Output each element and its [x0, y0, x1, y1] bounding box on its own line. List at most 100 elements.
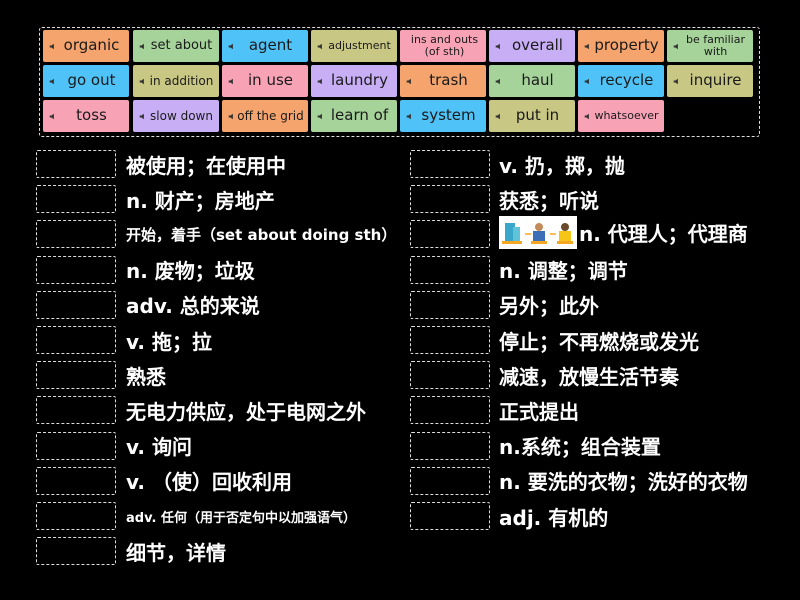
answer-drop-box[interactable]	[36, 396, 116, 425]
word-tile[interactable]: adjustment	[311, 30, 397, 62]
speaker-icon[interactable]	[584, 78, 592, 85]
clue-text: 被使用；在使用中	[126, 149, 286, 179]
answer-drop-box[interactable]	[36, 361, 116, 390]
clue-text: n. 要洗的衣物；洗好的衣物	[499, 466, 748, 496]
clue-label: n. 废物；垃圾	[126, 259, 255, 284]
answer-drop-box[interactable]	[410, 396, 490, 425]
speaker-icon[interactable]	[495, 43, 503, 50]
word-tile[interactable]: put in	[489, 100, 575, 132]
word-tile[interactable]: in use	[222, 65, 308, 97]
clue-label: n. 财产；房地产	[126, 188, 275, 213]
word-tile[interactable]: inquire	[667, 65, 753, 97]
word-tile[interactable]: be familiar with	[667, 30, 753, 62]
speaker-icon[interactable]	[139, 113, 147, 120]
answer-drop-box[interactable]	[410, 361, 490, 390]
tile-label: be familiar with	[685, 33, 745, 58]
answer-drop-box[interactable]	[36, 502, 116, 530]
word-tile[interactable]: learn of	[311, 100, 397, 132]
speaker-icon[interactable]	[673, 43, 681, 50]
speaker-icon[interactable]	[228, 43, 236, 50]
speaker-icon[interactable]	[317, 78, 325, 85]
speaker-icon[interactable]	[317, 113, 325, 120]
answer-drop-box[interactable]	[410, 431, 490, 460]
word-tile[interactable]: organic	[43, 30, 129, 62]
word-tile[interactable]: set about	[133, 30, 219, 62]
speaker-icon[interactable]	[139, 78, 147, 85]
clue-text: 获悉；听说	[499, 184, 599, 214]
word-tile[interactable]: agent	[222, 30, 308, 62]
tile-label: set about	[150, 38, 213, 54]
speaker-icon[interactable]	[139, 43, 147, 50]
answer-drop-box[interactable]	[36, 326, 116, 354]
answer-drop-box[interactable]	[410, 255, 490, 284]
word-tile[interactable]: recycle	[578, 65, 664, 97]
answer-drop-box[interactable]	[410, 466, 490, 495]
clue-label: adv. 总的来说	[126, 294, 260, 319]
clue-label: n. 代理人；代理商	[579, 221, 748, 246]
word-tile[interactable]: laundry	[311, 65, 397, 97]
clue-text: n. 代理人；代理商	[499, 215, 748, 249]
clue-text: 另外；此外	[499, 290, 599, 320]
answer-drop-box[interactable]	[410, 150, 490, 178]
answer-drop-box[interactable]	[36, 466, 116, 495]
tile-label: ins and outs (of sth)	[410, 33, 479, 58]
word-tile[interactable]: toss	[43, 100, 129, 132]
word-tile[interactable]: whatsoever	[578, 100, 664, 132]
speaker-icon[interactable]	[317, 43, 325, 50]
speaker-icon[interactable]	[495, 113, 503, 120]
speaker-icon[interactable]	[49, 78, 57, 85]
answer-drop-box[interactable]	[36, 255, 116, 284]
tile-label: laundry	[331, 71, 388, 90]
answer-drop-box[interactable]	[410, 185, 490, 214]
word-tile[interactable]: ins and outs (of sth)	[400, 30, 486, 62]
clue-label: v. 拖；拉	[126, 329, 212, 354]
speaker-icon[interactable]	[584, 113, 592, 120]
word-tile[interactable]: in addition	[133, 65, 219, 97]
answer-drop-box[interactable]	[410, 326, 490, 354]
clue-label: 正式提出	[499, 399, 579, 424]
answer-drop-box[interactable]	[410, 290, 490, 319]
speaker-icon[interactable]	[406, 78, 414, 85]
answer-drop-box[interactable]	[36, 431, 116, 460]
word-tile[interactable]: overall	[489, 30, 575, 62]
clue-text: 无电力供应，处于电网之外	[126, 395, 366, 425]
answer-drop-box[interactable]	[36, 220, 116, 249]
clue-label: v. （使）回收利用	[126, 470, 292, 495]
clue-label: n. 要洗的衣物；洗好的衣物	[499, 470, 748, 495]
agent-illustration	[499, 215, 577, 249]
word-tile[interactable]: property	[578, 30, 664, 62]
speaker-icon[interactable]	[49, 43, 57, 50]
speaker-icon[interactable]	[49, 113, 57, 120]
answer-drop-box[interactable]	[410, 502, 490, 530]
word-tile[interactable]: system	[400, 100, 486, 132]
clue-text: adj. 有机的	[499, 501, 608, 531]
answer-drop-box[interactable]	[36, 150, 116, 178]
word-tile-tray	[39, 27, 760, 137]
answer-drop-box[interactable]	[410, 220, 490, 249]
tile-label: go out	[67, 71, 116, 90]
word-tile[interactable]: slow down	[133, 100, 219, 132]
speaker-icon[interactable]	[495, 78, 503, 85]
speaker-icon[interactable]	[228, 78, 236, 85]
clue-text: n. 财产；房地产	[126, 184, 275, 214]
tile-label: off the grid	[237, 108, 304, 123]
speaker-icon[interactable]	[584, 43, 592, 50]
clue-text: n.系统；组合装置	[499, 431, 661, 461]
clue-text: v. 扔，掷，抛	[499, 149, 625, 179]
tile-label: toss	[76, 106, 107, 125]
word-tile[interactable]: haul	[489, 65, 575, 97]
tile-label: inquire	[689, 71, 742, 90]
speaker-icon[interactable]	[406, 113, 414, 120]
answer-drop-box[interactable]	[36, 537, 116, 566]
speaker-icon[interactable]	[228, 113, 236, 120]
answer-drop-box[interactable]	[36, 185, 116, 214]
clue-label: 开始，着手（set about doing sth）	[126, 225, 397, 244]
speaker-icon[interactable]	[673, 78, 681, 85]
word-tile[interactable]: trash	[400, 65, 486, 97]
tile-label: in use	[248, 71, 293, 90]
word-tile[interactable]: off the grid	[222, 100, 308, 132]
clue-text: adv. 任何（用于否定句中以加强语气）	[126, 501, 356, 531]
answer-drop-box[interactable]	[36, 290, 116, 319]
clue-label: 被使用；在使用中	[126, 153, 286, 178]
word-tile[interactable]: go out	[43, 65, 129, 97]
